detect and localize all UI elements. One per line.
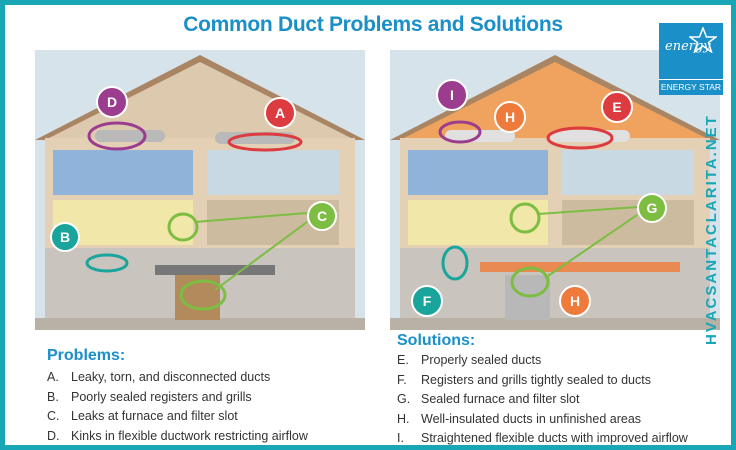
website-watermark: HVACSANTACLARITA.NET	[703, 114, 720, 345]
list-item: E.Properly sealed ducts	[397, 353, 542, 367]
list-item: A.Leaky, torn, and disconnected ducts	[47, 370, 271, 384]
callout-h-basement	[559, 285, 591, 317]
star-icon	[689, 27, 717, 53]
callout-h-attic-label: H	[505, 109, 515, 125]
list-item: I.Straightened flexible ducts with impro…	[397, 431, 688, 445]
callout-d	[96, 86, 128, 118]
callout-a-label: A	[275, 105, 285, 121]
callout-h-basement-label: H	[570, 293, 580, 309]
callout-i-label: I	[450, 87, 454, 103]
list-item: G.Sealed furnace and filter slot	[397, 392, 580, 406]
energy-star-text: ENERGY STAR	[659, 79, 723, 94]
house-problems-illustration: A D B C	[35, 50, 365, 330]
callout-b	[50, 222, 80, 252]
problems-list: A.Leaky, torn, and disconnected ducts B.…	[47, 368, 308, 445]
callout-c	[307, 201, 337, 231]
callout-d-label: D	[107, 94, 117, 110]
callout-c-label: C	[317, 208, 327, 224]
solutions-heading: Solutions:	[397, 332, 476, 349]
list-item: D.Kinks in flexible ductwork restricting…	[47, 428, 308, 443]
solutions-list: E.Properly sealed ducts F.Registers and …	[397, 351, 688, 445]
callout-f	[411, 285, 443, 317]
callout-g-label: G	[647, 200, 658, 216]
list-item: B.Poorly sealed registers and grills	[47, 389, 252, 404]
problems-heading: Problems:	[47, 347, 126, 364]
list-item: F.Registers and grills tightly sealed to…	[397, 372, 651, 387]
page-title: Common Duct Problems and Solutions	[183, 13, 563, 36]
energy-star-logo: energy ENERGY STAR	[659, 23, 723, 95]
callout-b-label: B	[60, 229, 70, 245]
callout-g	[637, 193, 667, 223]
callout-e-label: E	[612, 99, 621, 115]
list-item: C.Leaks at furnace and filter slot	[47, 409, 238, 423]
energy-star-script: energy	[665, 39, 711, 54]
callout-a	[264, 97, 296, 129]
callout-h-attic	[494, 101, 526, 133]
list-item: H.Well-insulated ducts in unfinished are…	[397, 411, 642, 426]
callout-e	[601, 91, 633, 123]
house-solutions-illustration: E I H G F H	[390, 50, 720, 330]
callout-f-label: F	[423, 293, 432, 309]
callout-i	[436, 79, 468, 111]
